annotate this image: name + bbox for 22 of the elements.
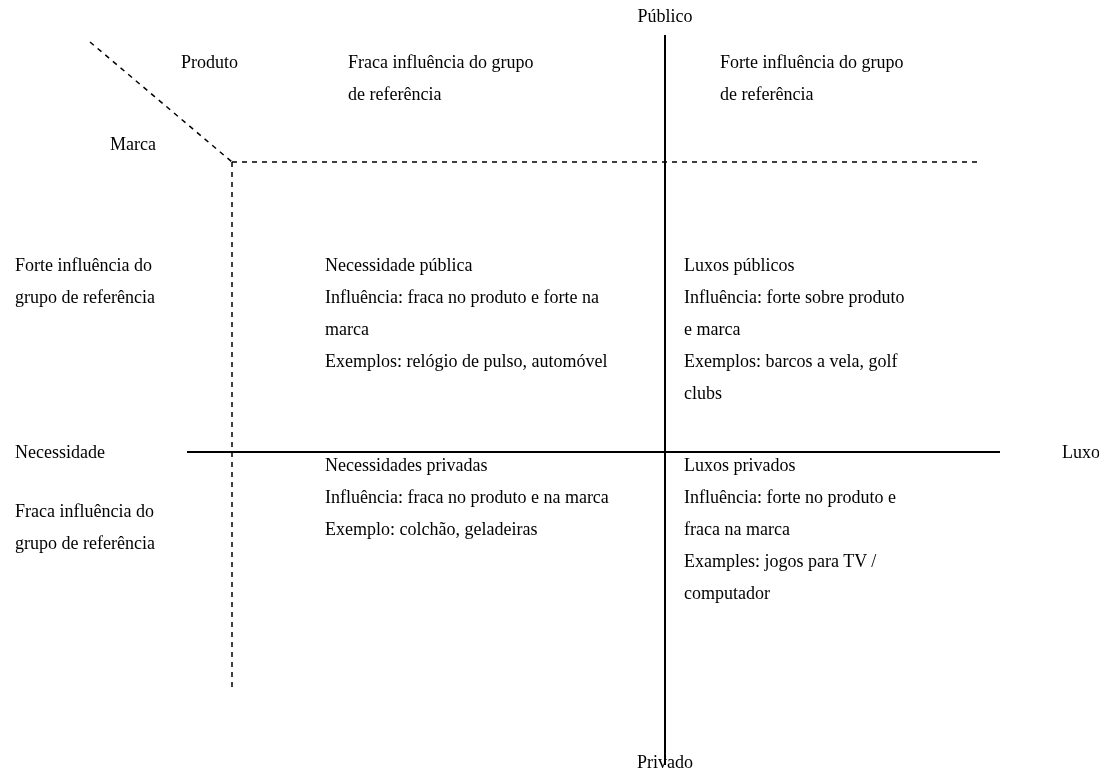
influence-text: Influência: fraca no produto e na marca: [325, 486, 610, 509]
row-header: Forte influência do grupo de referência: [15, 254, 156, 309]
quadrant-title: Necessidade pública: [325, 254, 474, 277]
axis-label: Público: [637, 5, 693, 28]
examples-text: Examples: jogos para TV / computador: [684, 550, 878, 605]
axis-label: Luxo: [1062, 441, 1099, 464]
examples-text: Exemplos: relógio de pulso, automóvel: [325, 350, 609, 373]
row-header: Fraca influência do grupo de referência: [15, 500, 156, 555]
quadrant-title: Necessidades privadas: [325, 454, 489, 477]
quadrant-title: Luxos privados: [684, 454, 797, 477]
examples-text: Exemplo: colchão, geladeiras: [325, 518, 539, 541]
examples-text: Exemplos: barcos a vela, golf clubs: [684, 350, 899, 405]
axis-label: Privado: [637, 751, 693, 774]
axis-label: Produto: [181, 51, 238, 74]
axis-label: Necessidade: [15, 441, 105, 464]
column-header: Forte influência do grupo de referência: [720, 51, 905, 106]
column-header: Fraca influência do grupo de referência: [348, 51, 535, 106]
quadrant-title: Luxos públicos: [684, 254, 796, 277]
influence-text: Influência: fraca no produto e forte na marca: [325, 286, 600, 341]
influence-text: Influência: forte sobre produto e marca: [684, 286, 906, 341]
influence-text: Influência: forte no produto e fraca na marca: [684, 486, 897, 541]
axis-label: Marca: [110, 133, 156, 156]
